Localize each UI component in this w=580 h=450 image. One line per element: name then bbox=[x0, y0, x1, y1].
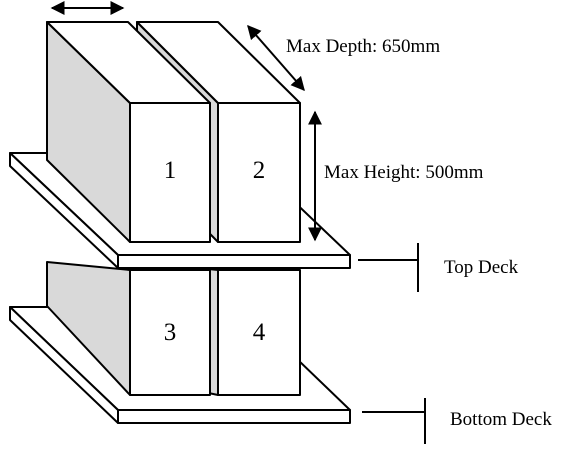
max-height-label: Max Height: 500mm bbox=[324, 162, 484, 183]
depth-arrow bbox=[247, 24, 305, 92]
max-depth-label: Max Depth: 650mm bbox=[286, 36, 440, 57]
bottom-deck-label: Bottom Deck bbox=[450, 409, 552, 430]
box-1-top bbox=[46, 21, 211, 243]
box-4-label: 4 bbox=[253, 319, 266, 346]
top-deck-label: Top Deck bbox=[444, 257, 519, 278]
box-2-label: 2 bbox=[253, 157, 266, 184]
box-3-bottom bbox=[46, 261, 211, 396]
box-3-label: 3 bbox=[164, 319, 177, 346]
box-1-label: 1 bbox=[164, 157, 177, 184]
